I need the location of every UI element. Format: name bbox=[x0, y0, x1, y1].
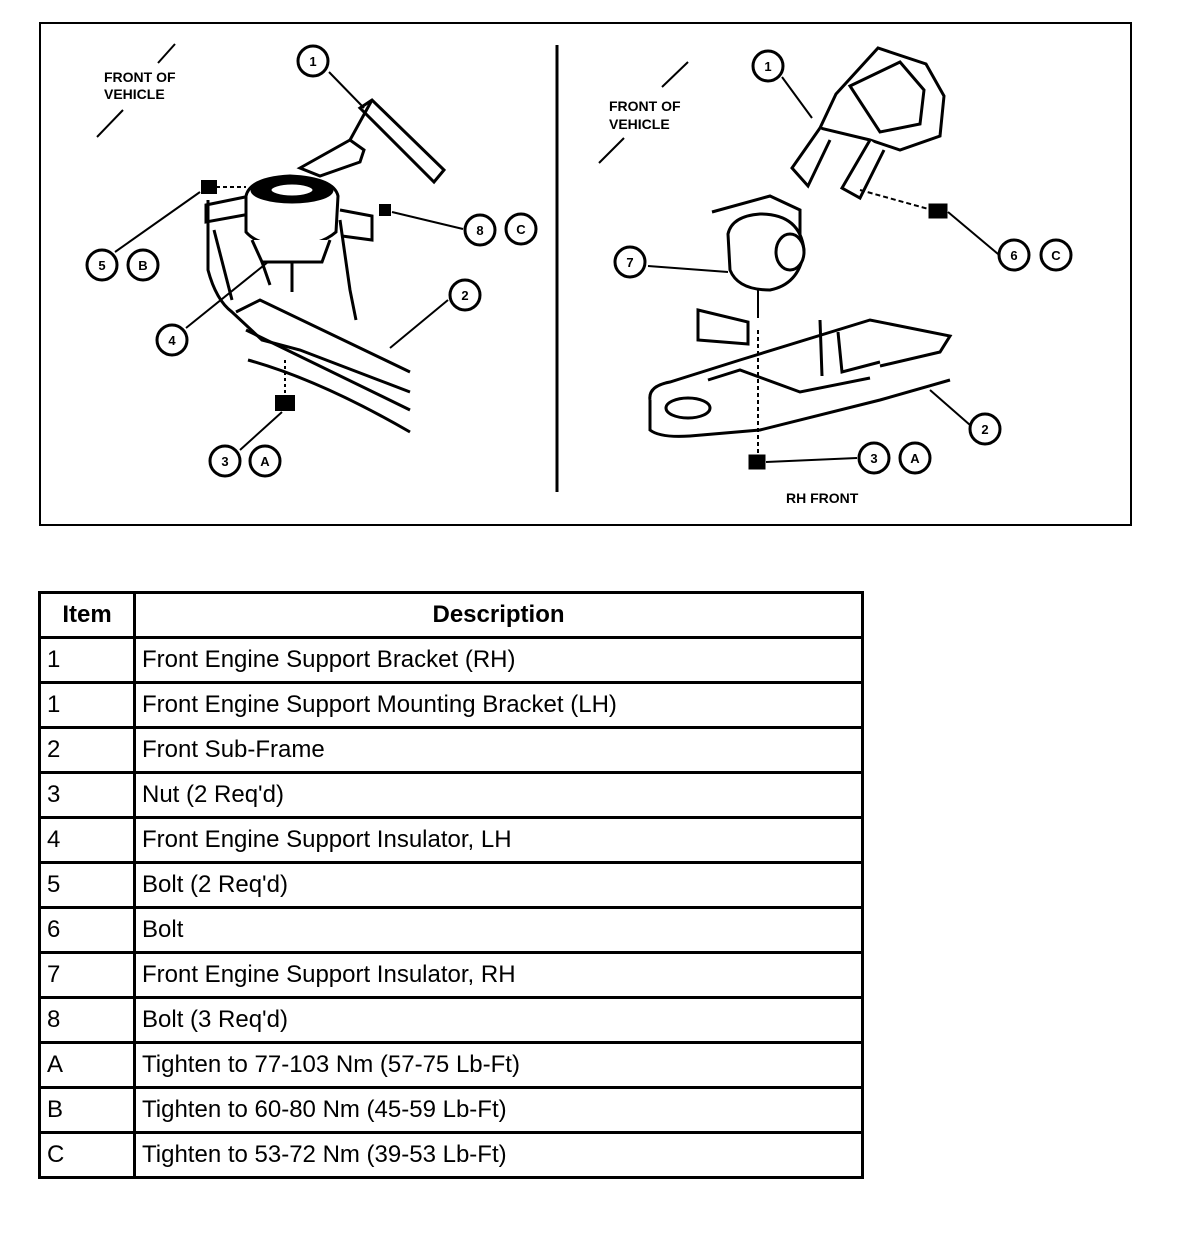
item-cell: C bbox=[38, 1131, 136, 1179]
right-leader-lines bbox=[647, 76, 999, 463]
right-callout-3: 3 bbox=[857, 441, 891, 475]
right-bracket-drawing bbox=[790, 46, 948, 219]
svg-text:2: 2 bbox=[981, 422, 988, 437]
left-front-label-line2: VEHICLE bbox=[104, 86, 165, 102]
left-fasteners bbox=[201, 180, 391, 411]
svg-text:1: 1 bbox=[764, 59, 771, 74]
description-cell: Bolt bbox=[133, 906, 864, 954]
svg-text:B: B bbox=[138, 258, 147, 273]
left-callout-1: 1 bbox=[296, 44, 330, 78]
left-panel: FRONT OF VEHICLE bbox=[85, 43, 538, 478]
item-cell: 3 bbox=[38, 771, 136, 819]
right-callout-2: 2 bbox=[968, 412, 1002, 446]
right-panel: FRONT OF VEHICLE bbox=[598, 46, 1073, 506]
svg-text:8: 8 bbox=[476, 223, 483, 238]
item-cell: 2 bbox=[38, 726, 136, 774]
svg-text:5: 5 bbox=[98, 258, 105, 273]
svg-text:3: 3 bbox=[221, 454, 228, 469]
description-cell: Tighten to 60-80 Nm (45-59 Lb-Ft) bbox=[133, 1086, 864, 1134]
left-callout-4: 4 bbox=[155, 323, 189, 357]
left-front-arrow-upper bbox=[157, 43, 176, 64]
right-callout-A: A bbox=[898, 441, 932, 475]
right-front-arrow-lower bbox=[598, 137, 625, 164]
svg-text:2: 2 bbox=[461, 288, 468, 303]
svg-text:3: 3 bbox=[870, 451, 877, 466]
description-cell: Bolt (2 Req'd) bbox=[133, 861, 864, 909]
left-callout-8: 8 bbox=[463, 213, 497, 247]
left-leader-lines bbox=[114, 71, 464, 349]
item-cell: 6 bbox=[38, 906, 136, 954]
left-front-label-line1: FRONT OF bbox=[104, 69, 176, 85]
left-callout-C: C bbox=[504, 212, 538, 246]
left-callout-B: B bbox=[126, 248, 160, 282]
description-cell: Front Engine Support Insulator, RH bbox=[133, 951, 864, 999]
right-front-label-line2: VEHICLE bbox=[609, 116, 670, 132]
description-cell: Front Engine Support Bracket (RH) bbox=[133, 636, 864, 684]
svg-text:A: A bbox=[910, 451, 920, 466]
left-insulator-drawing bbox=[244, 174, 340, 292]
item-cell: 1 bbox=[38, 681, 136, 729]
description-cell: Front Sub-Frame bbox=[133, 726, 864, 774]
item-cell: 1 bbox=[38, 636, 136, 684]
svg-text:7: 7 bbox=[626, 255, 633, 270]
left-callout-2: 2 bbox=[448, 278, 482, 312]
left-front-arrow-lower bbox=[96, 109, 124, 138]
item-cell: B bbox=[38, 1086, 136, 1134]
description-cell: Tighten to 77-103 Nm (57-75 Lb-Ft) bbox=[133, 1041, 864, 1089]
left-callout-A: A bbox=[248, 444, 282, 478]
right-callout-7: 7 bbox=[613, 245, 647, 279]
left-bracket-drawing bbox=[296, 98, 447, 185]
left-callout-3: 3 bbox=[208, 444, 242, 478]
description-cell: Nut (2 Req'd) bbox=[133, 771, 864, 819]
item-cell: 7 bbox=[38, 951, 136, 999]
item-cell: 8 bbox=[38, 996, 136, 1044]
svg-text:1: 1 bbox=[309, 54, 316, 69]
svg-text:A: A bbox=[260, 454, 270, 469]
right-callout-C: C bbox=[1039, 238, 1073, 272]
item-cell: A bbox=[38, 1041, 136, 1089]
item-cell: 5 bbox=[38, 861, 136, 909]
right-callout-1: 1 bbox=[751, 49, 785, 83]
svg-text:6: 6 bbox=[1010, 248, 1017, 263]
description-column-header: Description bbox=[133, 591, 864, 639]
description-cell: Front Engine Support Insulator, LH bbox=[133, 816, 864, 864]
right-subframe-drawing bbox=[648, 308, 953, 470]
svg-text:C: C bbox=[1051, 248, 1061, 263]
svg-text:C: C bbox=[516, 222, 526, 237]
right-front-arrow-upper bbox=[661, 61, 689, 88]
left-leader-3 bbox=[239, 411, 283, 451]
table-header-row: Item Description bbox=[38, 591, 864, 639]
engine-mount-diagram: FRONT OF VEHICLE bbox=[39, 22, 1132, 526]
item-column-header: Item bbox=[38, 591, 136, 639]
left-callout-5: 5 bbox=[85, 248, 119, 282]
item-cell: 4 bbox=[38, 816, 136, 864]
right-panel-caption: RH FRONT bbox=[786, 490, 859, 506]
right-insulator-drawing bbox=[711, 194, 806, 318]
description-cell: Front Engine Support Mounting Bracket (L… bbox=[133, 681, 864, 729]
description-cell: Tighten to 53-72 Nm (39-53 Lb-Ft) bbox=[133, 1131, 864, 1179]
right-callout-6: 6 bbox=[997, 238, 1031, 272]
svg-text:4: 4 bbox=[168, 333, 176, 348]
right-front-label-line1: FRONT OF bbox=[609, 98, 681, 114]
description-cell: Bolt (3 Req'd) bbox=[133, 996, 864, 1044]
diagram-frame bbox=[39, 22, 1132, 526]
